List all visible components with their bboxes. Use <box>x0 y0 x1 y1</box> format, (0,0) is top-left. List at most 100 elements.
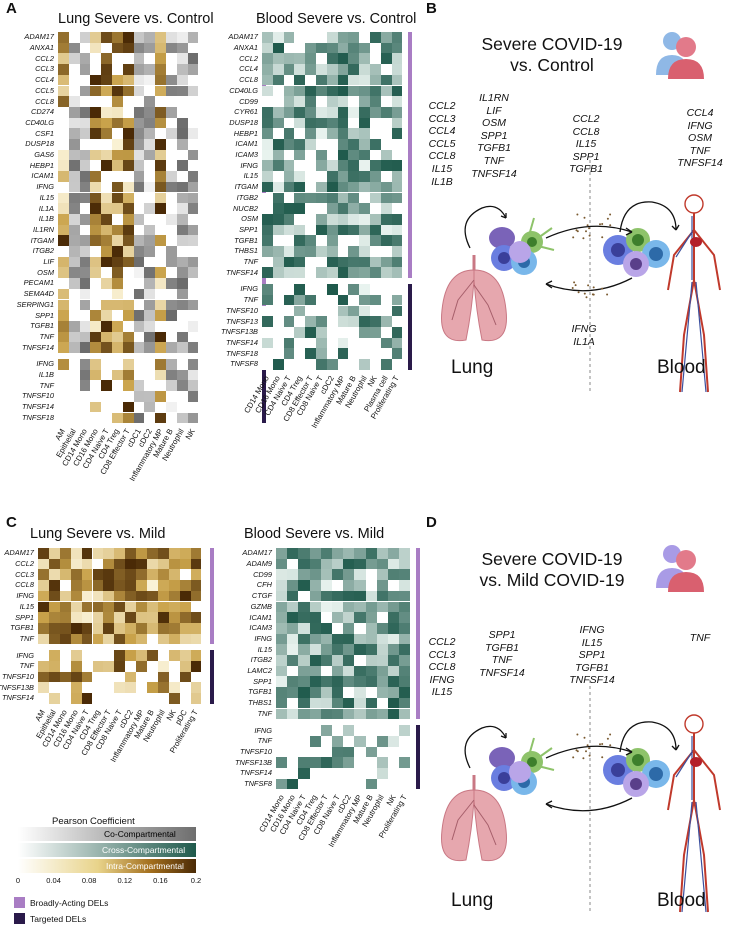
gene-name: SPP1 <box>578 649 606 662</box>
hm-a2-broad-cell <box>380 224 392 236</box>
hm-c2-broad-cell <box>388 633 400 645</box>
hm-a2-broad-cell <box>370 96 381 107</box>
hm-a1-broad-cell <box>176 320 188 332</box>
hm-c2-broad-cell <box>343 569 355 581</box>
hm-a1-target-cell <box>68 391 80 402</box>
hm-a1-broad-cell <box>68 278 80 289</box>
hm-c2-broad-cell <box>343 655 355 666</box>
hm-a1-target-cell <box>133 369 145 381</box>
hm-a1-broad-cell <box>112 331 123 343</box>
hm-a1-broad-cell <box>122 32 134 43</box>
hm-a2-broad-cell <box>380 32 392 43</box>
hm-a2-target-cell <box>337 337 349 349</box>
hm-c1-broad-cell <box>147 548 158 559</box>
b-blood-label: Blood <box>657 357 706 378</box>
hm-a2-target-cell <box>272 326 284 338</box>
hm-a2-broad-cell <box>283 160 295 172</box>
hm-a2-target-cell <box>359 326 370 338</box>
hm-a1-broad-cell <box>133 213 145 225</box>
hm-c1-target-cell <box>48 671 60 683</box>
hm-c2-broad-cell <box>309 676 321 688</box>
hm-c2-target-row-label: TNF <box>257 736 272 746</box>
hm-c2-broad-cell <box>287 622 299 634</box>
hm-a1-broad-cell <box>68 288 80 300</box>
hm-c1-broad-cell <box>38 558 49 570</box>
hm-a1-broad-cell <box>112 267 123 279</box>
hm-a1-broad-cell <box>122 160 134 172</box>
gene-name: TNF <box>483 154 505 167</box>
hm-c1-broad-cell <box>157 601 169 613</box>
signal-particle <box>574 284 577 287</box>
signal-particle <box>582 237 585 240</box>
hm-a2-broad-cell <box>272 213 284 225</box>
hm-a2-broad-cell <box>305 192 316 204</box>
hm-c1-broad-cell <box>70 558 82 570</box>
hm-a1-broad-cell <box>122 74 134 86</box>
hm-a2-broad-cell <box>262 53 273 65</box>
hm-a2-broad-cell <box>326 117 338 129</box>
hm-a2-target-cell <box>370 359 381 370</box>
hm-c2-target-row-label: TNFSF13B <box>235 757 272 767</box>
hm-c1-broad-cell <box>179 569 191 581</box>
hm-a1-broad-cell <box>133 96 145 107</box>
hm-a1-broad-cell <box>133 203 145 214</box>
hm-a2-broad-cell <box>370 64 381 75</box>
hm-a1-broad-cell <box>187 42 199 54</box>
hm-c1-broad-cell <box>136 580 147 591</box>
hm-a2-broad-cell <box>305 181 316 193</box>
hm-a2-broad-cell <box>294 53 306 65</box>
hm-a1-broad-cell <box>101 117 112 129</box>
hm-c2-target-cell <box>399 757 411 768</box>
hm-c2-broad-cell <box>309 708 321 720</box>
hm-c2-broad-cell <box>298 569 310 581</box>
hm-c2-broad-cell <box>320 612 332 623</box>
hm-a2-broad-row-label: ADAM17 <box>228 32 258 42</box>
hm-a2-broad-cell <box>316 128 327 139</box>
hm-a1-broad-cell <box>166 278 177 289</box>
hm-a2-broad-cell <box>305 213 316 225</box>
hm-a2-broad-cell <box>348 128 360 139</box>
hm-c2-broad-cell <box>298 580 310 591</box>
signal-particle <box>609 733 612 736</box>
hm-a1-broad-cell <box>90 256 102 268</box>
hm-a1-broad-cell <box>101 331 112 343</box>
hm-c1-target-cell <box>157 682 169 694</box>
hm-a2-broad-cell <box>359 246 370 257</box>
hm-a2-broad-cell <box>370 128 381 139</box>
hm-c2-broad-cell <box>287 612 299 623</box>
hm-c1-target-cell <box>147 693 158 704</box>
hm-a1-broad-cell <box>187 256 199 268</box>
hm-a2-broad-cell <box>337 128 349 139</box>
hm-a2-target-cell <box>359 348 370 359</box>
hm-a1-target-cell <box>122 412 134 424</box>
hm-a2-broad-cell <box>316 213 327 225</box>
gene-name: TGFB1 <box>477 142 511 155</box>
hm-a1-broad-cell <box>133 246 145 257</box>
gene-name: CCL3 <box>428 112 456 125</box>
hm-c2-target-cell <box>309 746 321 758</box>
hm-a2-broad-cell <box>337 42 349 54</box>
hm-c1-target-cell <box>190 671 202 683</box>
hm-c2-broad-cell <box>276 676 288 688</box>
hm-a1-broad-cell <box>79 310 91 321</box>
hm-a1-broad-cell <box>90 224 102 236</box>
hm-a2-broad-cell <box>294 224 306 236</box>
hm-c2-target-cell <box>276 757 288 768</box>
hm-c2-broad-cell <box>376 687 388 698</box>
gene-name: TNF <box>491 654 513 667</box>
hm-c2-broad-cell <box>298 622 310 634</box>
hm-a1-broad-cell <box>144 53 156 65</box>
hm-a2-title: Blood Severe vs. Control <box>256 11 417 27</box>
hm-a1-broad-cell <box>133 342 145 353</box>
hm-a1-broad-cell <box>133 32 145 43</box>
hm-a2-broad-row-label: CYR61 <box>234 107 258 117</box>
hm-a2-broad-cell <box>326 85 338 97</box>
hm-a2-broad-cell <box>316 139 327 150</box>
hm-a1-broad-cell <box>68 181 80 193</box>
hm-c2-target-cell <box>399 768 411 779</box>
hm-a1-broad-cell <box>187 299 199 311</box>
hm-c1-broad-cell <box>81 633 93 645</box>
hm-a2-target-cell <box>283 359 295 370</box>
hm-a1-broad-cell <box>187 181 199 193</box>
hm-a2-broad-cell <box>348 149 360 161</box>
